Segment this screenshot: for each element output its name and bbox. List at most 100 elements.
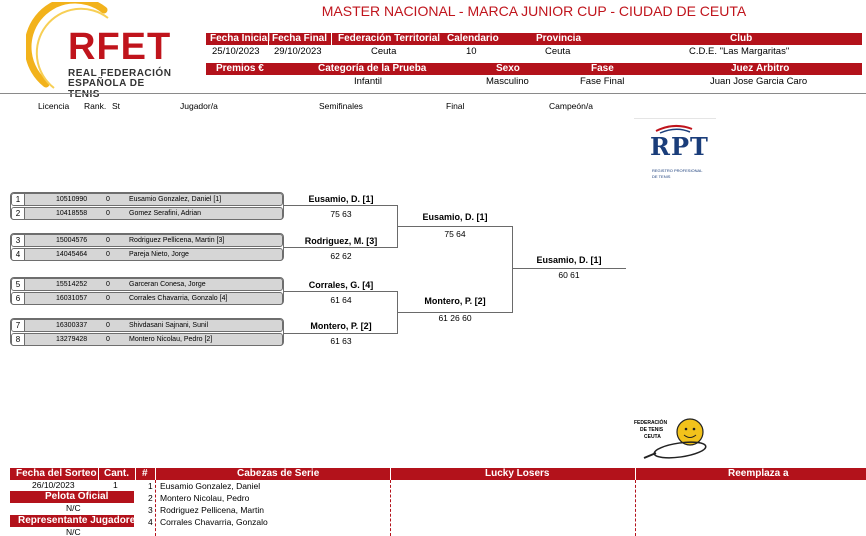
player-draw-number: 2 — [12, 208, 25, 219]
champion-score: 60 61 — [558, 270, 580, 280]
lucky-label: Lucky Losers — [485, 468, 550, 479]
bottom-header: Fecha del Sorteo Cant. # Cabezas de Seri… — [10, 468, 866, 480]
seed-num-4: 4 — [148, 517, 153, 527]
federacion-label: Federación Territorial — [338, 33, 441, 44]
seed-name-2: Montero Nicolau, Pedro — [160, 493, 250, 503]
col-rank: Rank. — [84, 101, 107, 111]
semifinal-score-2: 62 62 — [330, 251, 352, 261]
rpt-swoosh-icon — [655, 125, 693, 134]
fecha-sorteo-label: Fecha del Sorteo — [16, 468, 97, 479]
reemplaza-label: Reemplaza a — [728, 468, 789, 479]
player-licencia: 16031057 — [56, 295, 88, 302]
player-name: Corrales Chavarria, Gonzalo [4] — [129, 295, 228, 302]
club-label: Club — [730, 33, 753, 44]
page-title: MASTER NACIONAL - MARCA JUNIOR CUP - CIU… — [321, 3, 747, 19]
premios-label: Premios € — [216, 63, 264, 74]
seed-num-2: 2 — [148, 493, 153, 503]
seed-name-3: Rodriguez Pellicena, Martin — [160, 505, 264, 515]
calendario-value: 10 — [466, 46, 477, 57]
player-row: 5 15514252 0 Garceran Conesa, Jorge — [11, 278, 283, 291]
cant-value: 1 — [113, 480, 118, 490]
provincia-label: Provincia — [536, 33, 582, 44]
player-name: Garceran Conesa, Jorge — [129, 281, 206, 288]
seed-num-3: 3 — [148, 505, 153, 515]
sexo-value: Masculino — [486, 76, 529, 87]
fase-value: Fase Final — [580, 76, 625, 87]
player-draw-number: 5 — [12, 279, 25, 290]
fecha-inicial-value: 25/10/2023 — [212, 46, 260, 57]
line-p1 — [284, 205, 397, 206]
divider-reemplaza — [635, 480, 636, 536]
player-draw-number: 8 — [12, 334, 25, 345]
player-licencia: 15514252 — [56, 281, 88, 288]
col-jugador: Jugador/a — [180, 101, 218, 111]
champion-name: Eusamio, D. [1] — [536, 255, 602, 265]
semifinal-winner-3: Corrales, G. [4] — [308, 280, 374, 290]
pelota-label: Pelota Oficial — [45, 491, 109, 502]
sexo-label: Sexo — [496, 63, 520, 74]
seed-num-1: 1 — [148, 481, 153, 491]
semifinal-score-4: 61 63 — [330, 336, 352, 346]
col-final: Final — [446, 101, 465, 111]
player-draw-number: 1 — [12, 194, 25, 205]
final-score-1: 75 64 — [444, 229, 466, 239]
col-semifinales: Semifinales — [319, 101, 363, 111]
final-winner-2: Montero, P. [2] — [424, 296, 486, 306]
player-name: Shivdasani Sajnani, Sunil — [129, 322, 208, 329]
pelota-header: Pelota Oficial — [10, 491, 134, 503]
club-value: C.D.E. "Las Margaritas" — [689, 46, 790, 57]
rpt-caption2: DE TENIS — [652, 174, 671, 179]
player-licencia: 14045464 — [56, 251, 88, 258]
col-campeon: Campeón/a — [549, 101, 593, 111]
categoria-value: Infantil — [354, 76, 382, 87]
final-winner-1: Eusamio, D. [1] — [422, 212, 488, 222]
player-draw-number: 7 — [12, 320, 25, 331]
seed-name-4: Corrales Chavarria, Gonzalo — [160, 517, 268, 527]
logo-line1: REAL FEDERACIÓN — [68, 68, 172, 79]
juez-label: Juez Árbitro — [731, 63, 790, 74]
representante-value: N/C — [66, 527, 81, 536]
fecha-final-value: 29/10/2023 — [274, 46, 322, 57]
semifinal-winner-4: Montero, P. [2] — [310, 321, 372, 331]
final-score-2: 61 26 60 — [438, 313, 472, 323]
semifinal-winner-1: Eusamio, D. [1] — [308, 194, 374, 204]
header-divider — [0, 93, 866, 94]
semifinal-winner-2: Rodriguez, M. [3] — [304, 236, 378, 246]
line-f2 — [397, 312, 512, 313]
fecha-inicial-label: Fecha Inicial — [210, 33, 271, 44]
cabezas-label: Cabezas de Serie — [237, 468, 320, 479]
info-header-row1: Fecha Inicial Fecha Final Federación Ter… — [206, 33, 862, 45]
pelota-value: N/C — [66, 503, 81, 513]
player-rank: 0 — [106, 295, 110, 302]
player-name: Montero Nicolau, Pedro [2] — [129, 336, 213, 343]
player-rank: 0 — [106, 281, 110, 288]
rpt-caption1: REGISTRO PROFESIONAL — [652, 168, 703, 173]
representante-header: Representante Jugadores — [10, 515, 141, 527]
representante-label: Representante Jugadores — [18, 515, 141, 526]
rpt-logo: RPT REGISTRO PROFESIONAL DE TENIS — [634, 118, 716, 180]
fase-label: Fase — [591, 63, 614, 74]
logo-initials: RFET — [68, 26, 172, 68]
player-row: 6 16031057 0 Corrales Chavarria, Gonzalo [4… — [11, 292, 283, 305]
divider-seed-num — [155, 480, 156, 536]
fed-logo-line3: CEUTA — [644, 434, 661, 440]
player-name: Eusamio Gonzalez, Daniel [1] — [129, 196, 222, 203]
calendario-label: Calendario — [447, 33, 499, 44]
racket-ball-icon — [643, 418, 707, 459]
player-name: Rodriguez Pellicena, Martin [3] — [129, 237, 225, 244]
federacion-value: Ceuta — [371, 46, 397, 57]
player-licencia: 10510990 — [56, 196, 88, 203]
player-rank: 0 — [106, 237, 110, 244]
provincia-value: Ceuta — [545, 46, 571, 57]
divider-lucky — [390, 480, 391, 536]
categoria-label: Categoría de la Prueba — [318, 63, 427, 74]
fecha-sorteo-value: 26/10/2023 — [32, 480, 75, 490]
line-final-vertical — [512, 226, 513, 313]
player-rank: 0 — [106, 322, 110, 329]
player-draw-number: 6 — [12, 293, 25, 304]
cant-label: Cant. — [104, 468, 129, 479]
